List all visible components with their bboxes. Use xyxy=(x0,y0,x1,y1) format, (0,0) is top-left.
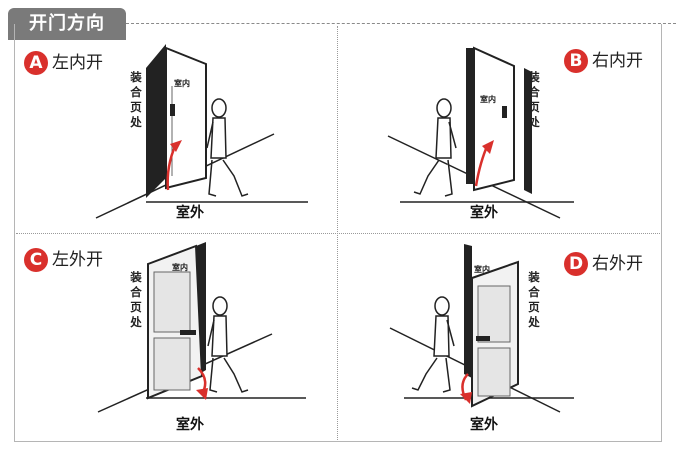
outside-label-b: 室外 xyxy=(470,205,498,221)
hinge-side-label-c: 装合页处 xyxy=(130,270,142,329)
panel-c: C 左外开 装合页处 室内 室外 xyxy=(16,234,336,440)
option-d-label: 右外开 xyxy=(592,254,643,274)
outside-label-c: 室外 xyxy=(176,417,204,433)
option-b-label: 右内开 xyxy=(592,51,643,71)
header-title: 开门方向 xyxy=(29,13,105,34)
option-b-badge: B xyxy=(564,49,588,73)
outside-label-a: 室外 xyxy=(176,205,204,221)
option-c-label: 左外开 xyxy=(52,250,103,270)
hinge-side-label-b: 装合页处 xyxy=(528,70,540,129)
inside-label-d: 室内 xyxy=(474,265,490,274)
option-d-badge: D xyxy=(564,252,588,276)
hinge-side-label-d: 装合页处 xyxy=(528,270,540,329)
inside-label-a: 室内 xyxy=(174,79,190,88)
option-a-label: 左内开 xyxy=(52,53,103,73)
panel-b: B 右内开 装合页处 室内 室外 xyxy=(338,26,660,232)
panel-c-scene xyxy=(97,242,306,413)
outside-label-d: 室外 xyxy=(470,417,498,433)
option-c-badge: C xyxy=(24,248,48,272)
horizontal-divider xyxy=(16,233,660,234)
header-rule xyxy=(126,23,676,24)
inside-label-b: 室内 xyxy=(480,95,496,104)
panel-a: A 左内开 装合页处 室内 室外 xyxy=(16,26,336,232)
option-a-badge: A xyxy=(24,51,48,75)
panel-a-scene xyxy=(95,44,308,219)
header-tab: 开门方向 xyxy=(8,8,126,40)
diagram-frame xyxy=(14,24,662,442)
inside-label-c: 室内 xyxy=(172,263,188,272)
panel-d-scene xyxy=(389,244,574,413)
hinge-side-label-a: 装合页处 xyxy=(130,70,142,129)
panel-d: D 右外开 装合页处 室内 室外 xyxy=(338,234,660,440)
panel-b-scene xyxy=(387,46,574,219)
